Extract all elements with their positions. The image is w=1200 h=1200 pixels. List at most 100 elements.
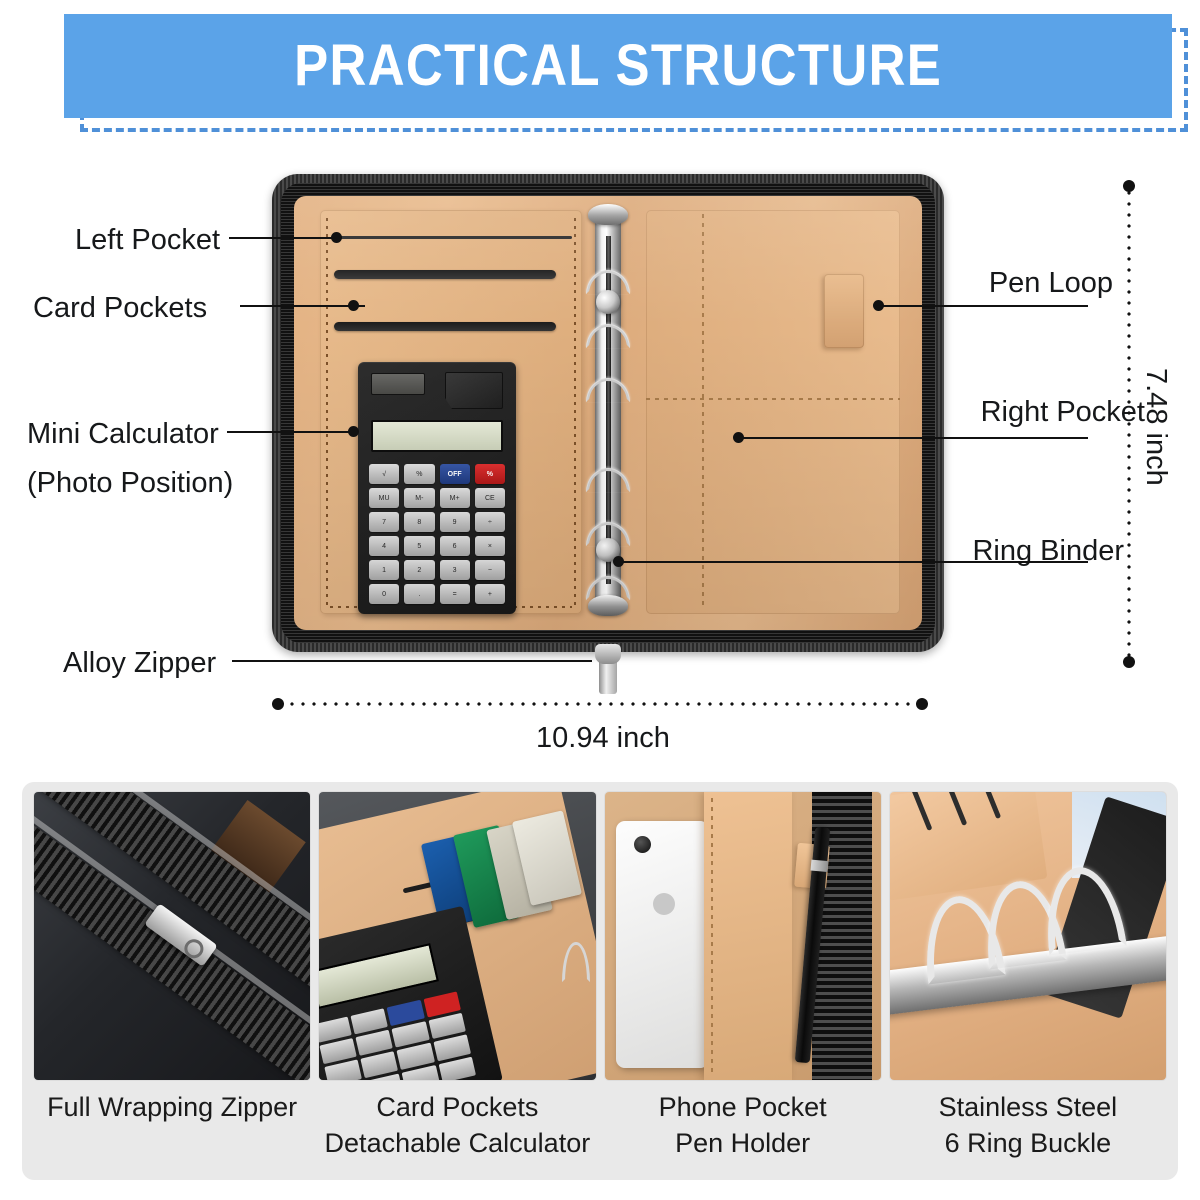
label-alloy-zipper: Alloy Zipper: [63, 647, 217, 679]
calculator-key: 1: [369, 560, 400, 580]
leader-line-left-pocket: [229, 237, 337, 239]
calculator-key: 4: [369, 536, 400, 556]
calculator-key: ×: [474, 536, 505, 556]
card-slot-edge: [974, 792, 1003, 820]
calculator-key: ÷: [474, 512, 505, 532]
ring-binder-cap-top: [588, 204, 628, 225]
leader-line-card-pockets: [240, 305, 365, 307]
gallery-caption-2: Card Pockets Detachable Calculator: [319, 1088, 595, 1170]
gallery-image-full-wrapping-zipper[interactable]: [34, 792, 311, 1080]
card-pocket-slot: [334, 322, 556, 331]
page-title: PRACTICAL STRUCTURE: [294, 33, 942, 98]
leader-line-ring-binder: [620, 561, 1088, 563]
left-pocket-opening: [334, 236, 572, 239]
calculator-display: [371, 420, 503, 452]
binder-ring: [586, 378, 630, 402]
calculator-key: 8: [404, 512, 435, 532]
calculator-key: M-: [404, 488, 435, 508]
dimension-endpoint-bottom: [1123, 656, 1135, 668]
label-right-pocket: Right Pocket: [980, 396, 1145, 428]
calculator-key: %: [474, 464, 505, 484]
binder-lock-knob: [596, 290, 620, 314]
binder-ring: [586, 576, 630, 600]
feature-gallery: Full Wrapping Zipper Card Pockets Detach…: [22, 782, 1178, 1180]
gallery-caption-3: Phone Pocket Pen Holder: [605, 1088, 881, 1170]
label-card-pockets: Card Pockets: [33, 292, 208, 324]
phone-fingerprint: [653, 892, 676, 915]
gallery-image-card-pockets-calculator[interactable]: [319, 792, 596, 1080]
dimension-endpoint-left: [272, 698, 284, 710]
calculator-key: 3: [439, 560, 470, 580]
leader-line-mini-calculator: [227, 431, 357, 433]
gallery-image-phone-pocket-pen-holder[interactable]: [604, 792, 881, 1080]
gallery-thumbnail-row: [34, 792, 1166, 1080]
pen-loop: [824, 274, 864, 348]
caption-line-1: Full Wrapping Zipper: [47, 1092, 298, 1122]
binder-ring: [586, 468, 630, 492]
calculator-key: 2: [404, 560, 435, 580]
calculator-key: CE: [474, 488, 505, 508]
leader-line-pen-loop: [880, 305, 1088, 307]
calculator-key: 5: [404, 536, 435, 556]
leader-dot-right-pocket: [733, 432, 744, 443]
calculator-key: √: [369, 464, 400, 484]
label-ring-binder: Ring Binder: [972, 535, 1124, 567]
calculator-key: .: [404, 584, 435, 604]
gallery-caption-1: Full Wrapping Zipper: [34, 1088, 310, 1170]
phone: [615, 820, 710, 1069]
card-slot-edge: [942, 792, 969, 827]
caption-line-2: 6 Ring Buckle: [944, 1127, 1112, 1158]
calculator-key: −: [474, 560, 505, 580]
leader-dot-mini-calculator: [348, 426, 359, 437]
leader-line-alloy-zipper: [232, 660, 592, 662]
caption-line-1: Card Pockets: [376, 1092, 539, 1122]
calculator-brand-plate: [445, 372, 503, 409]
caption-line-1: Phone Pocket: [658, 1092, 827, 1122]
dimension-width-text: 10.94 inch: [536, 722, 670, 754]
caption-line-2: Pen Holder: [675, 1127, 811, 1158]
stitch-line: [574, 218, 576, 606]
calculator-key: 7: [369, 512, 400, 532]
caption-line-2: Detachable Calculator: [324, 1127, 591, 1158]
calculator-key: M+: [439, 488, 470, 508]
header-banner-area: PRACTICAL STRUCTURE: [0, 0, 1200, 150]
gallery-image-stainless-steel-rings[interactable]: [889, 792, 1166, 1080]
dimension-line-vertical: [1127, 184, 1131, 664]
caption-line-1: Stainless Steel: [938, 1092, 1118, 1122]
phone-camera: [634, 835, 652, 853]
pocket-flap: [703, 792, 793, 1080]
zipper-pull-head: [595, 644, 621, 664]
dimension-endpoint-right: [916, 698, 928, 710]
gallery-caption-row: Full Wrapping Zipper Card Pockets Detach…: [34, 1088, 1166, 1170]
leader-dot-left-pocket: [331, 232, 342, 243]
calculator-solar-panel: [371, 373, 425, 395]
gallery-caption-4: Stainless Steel 6 Ring Buckle: [890, 1088, 1166, 1170]
dimension-line-horizontal: [278, 702, 922, 706]
card-slot-edge: [911, 792, 934, 831]
leader-dot-card-pockets: [348, 300, 359, 311]
calculator-key: 0: [369, 584, 400, 604]
leader-line-right-pocket: [740, 437, 1088, 439]
calculator-key: %: [404, 464, 435, 484]
calculator-key: 6: [439, 536, 470, 556]
calculator-key: =: [439, 584, 470, 604]
stitch-line: [646, 398, 900, 400]
label-mini-calculator: Mini Calculator: [27, 418, 219, 450]
ring-binder-cap-bottom: [588, 595, 628, 616]
leader-dot-ring-binder: [613, 556, 624, 567]
label-photo-position: (Photo Position): [27, 467, 234, 499]
calculator-key: OFF: [439, 464, 470, 484]
leader-dot-pen-loop: [873, 300, 884, 311]
calculator-key: +: [474, 584, 505, 604]
stitch-line: [326, 218, 328, 606]
dimension-height-text: 7.48 inch: [1140, 368, 1172, 486]
label-left-pocket: Left Pocket: [75, 224, 221, 256]
label-pen-loop: Pen Loop: [988, 267, 1113, 299]
stitch-line: [702, 214, 704, 610]
